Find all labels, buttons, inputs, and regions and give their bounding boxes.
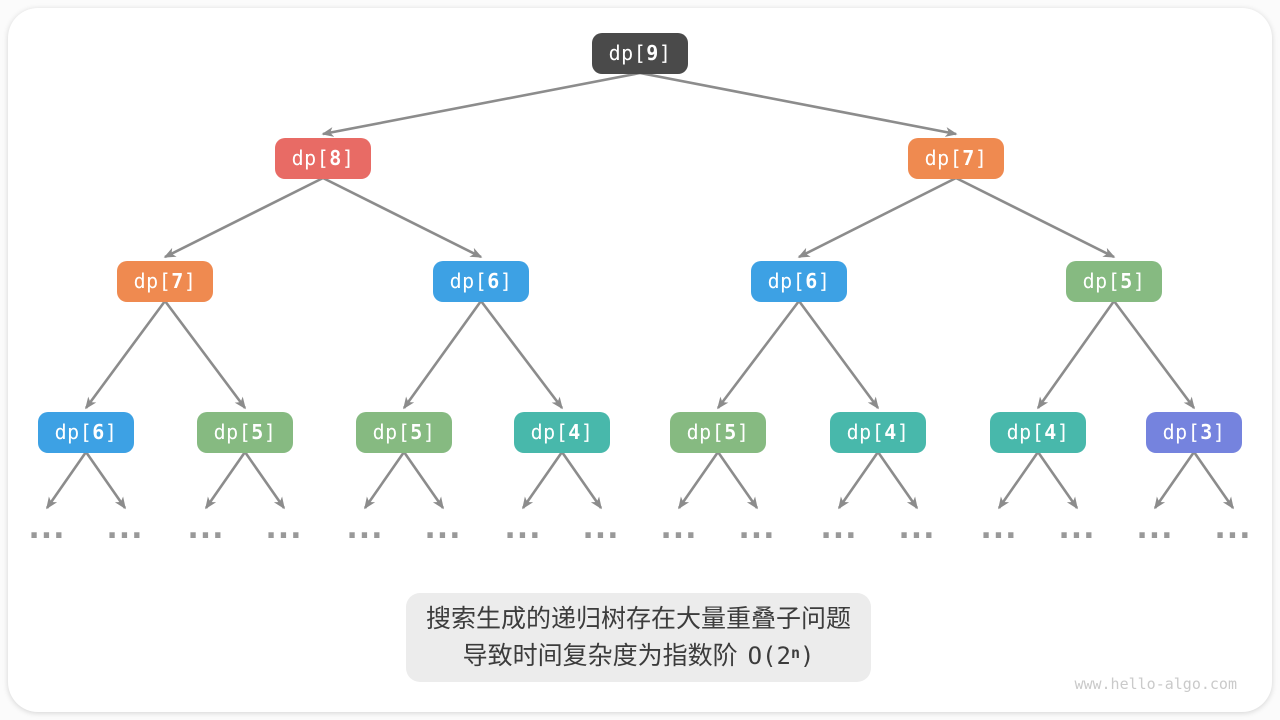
ellipsis: ... (980, 511, 1018, 546)
ellipsis: ... (820, 511, 858, 546)
tree-node-dp-5: dp[5] (356, 412, 452, 453)
ellipsis: ... (106, 511, 144, 546)
node-label-suffix: ] (1212, 420, 1226, 444)
formula-post: ) (799, 642, 815, 670)
tree-node-dp-6: dp[6] (751, 261, 847, 302)
node-label-value: 5 (251, 420, 264, 444)
node-label-suffix: ] (1132, 269, 1146, 293)
caption-box: 搜索生成的递归树存在大量重叠子问题 导致时间复杂度为指数阶 O(2n) (406, 593, 871, 682)
node-label-value: 9 (646, 41, 659, 65)
node-label-value: 4 (1044, 420, 1057, 444)
caption-line2: 导致时间复杂度为指数阶 O(2n) (463, 636, 815, 673)
node-label-suffix: ] (658, 41, 672, 65)
node-label-suffix: ] (580, 420, 594, 444)
tree-node-dp-4: dp[4] (830, 412, 926, 453)
node-label-suffix: ] (817, 269, 831, 293)
ellipsis: ... (898, 511, 936, 546)
node-label-suffix: ] (1056, 420, 1070, 444)
node-label-prefix: dp[ (291, 146, 330, 170)
watermark: www.hello-algo.com (1074, 675, 1237, 693)
ellipsis: ... (660, 511, 698, 546)
tree-node-dp-8: dp[8] (275, 138, 371, 179)
node-label-suffix: ] (104, 420, 118, 444)
node-label-value: 4 (884, 420, 897, 444)
node-label-value: 5 (1120, 269, 1133, 293)
ellipsis: ... (504, 511, 542, 546)
ellipsis: ... (1214, 511, 1252, 546)
node-label-value: 7 (962, 146, 975, 170)
tree-node-dp-7: dp[7] (117, 261, 213, 302)
node-label-suffix: ] (183, 269, 197, 293)
tree-node-dp-6: dp[6] (433, 261, 529, 302)
node-label-value: 4 (568, 420, 581, 444)
node-label-suffix: ] (499, 269, 513, 293)
ellipsis: ... (424, 511, 462, 546)
formula-pre: O(2 (747, 642, 791, 670)
node-label-value: 6 (805, 269, 818, 293)
node-label-value: 6 (487, 269, 500, 293)
tree-node-dp-5: dp[5] (197, 412, 293, 453)
node-label-prefix: dp[ (54, 420, 93, 444)
node-label-prefix: dp[ (608, 41, 647, 65)
ellipsis: ... (1136, 511, 1174, 546)
node-label-value: 6 (92, 420, 105, 444)
ellipsis: ... (582, 511, 620, 546)
tree-node-dp-4: dp[4] (514, 412, 610, 453)
formula-exponent: n (790, 644, 800, 662)
node-label-prefix: dp[ (924, 146, 963, 170)
ellipsis: ... (265, 511, 303, 546)
node-label-suffix: ] (422, 420, 436, 444)
ellipsis: ... (187, 511, 225, 546)
node-label-prefix: dp[ (133, 269, 172, 293)
node-label-value: 7 (171, 269, 184, 293)
ellipsis: ... (738, 511, 776, 546)
tree-node-dp-5: dp[5] (670, 412, 766, 453)
ellipsis: ... (28, 511, 66, 546)
node-label-prefix: dp[ (767, 269, 806, 293)
node-label-value: 5 (724, 420, 737, 444)
tree-node-dp-3: dp[3] (1146, 412, 1242, 453)
node-label-prefix: dp[ (1162, 420, 1201, 444)
complexity-formula: O(2n) (748, 642, 815, 670)
tree-node-dp-7: dp[7] (908, 138, 1004, 179)
tree-node-dp-6: dp[6] (38, 412, 134, 453)
node-label-suffix: ] (341, 146, 355, 170)
node-label-prefix: dp[ (686, 420, 725, 444)
ellipsis: ... (346, 511, 384, 546)
node-label-prefix: dp[ (846, 420, 885, 444)
node-label-prefix: dp[ (1082, 269, 1121, 293)
tree-node-dp-4: dp[4] (990, 412, 1086, 453)
tree-node-dp-5: dp[5] (1066, 261, 1162, 302)
node-label-value: 3 (1200, 420, 1213, 444)
caption-line1: 搜索生成的递归树存在大量重叠子问题 (425, 605, 851, 633)
node-label-suffix: ] (974, 146, 988, 170)
node-label-prefix: dp[ (1006, 420, 1045, 444)
node-label-prefix: dp[ (372, 420, 411, 444)
node-label-suffix: ] (896, 420, 910, 444)
ellipsis: ... (1058, 511, 1096, 546)
node-label-suffix: ] (736, 420, 750, 444)
node-label-prefix: dp[ (530, 420, 569, 444)
node-label-value: 8 (329, 146, 342, 170)
caption-line2-text: 导致时间复杂度为指数阶 (462, 642, 738, 670)
node-label-prefix: dp[ (213, 420, 252, 444)
node-label-value: 5 (410, 420, 423, 444)
node-label-suffix: ] (263, 420, 277, 444)
node-label-prefix: dp[ (449, 269, 488, 293)
tree-node-dp-9: dp[9] (592, 33, 688, 74)
